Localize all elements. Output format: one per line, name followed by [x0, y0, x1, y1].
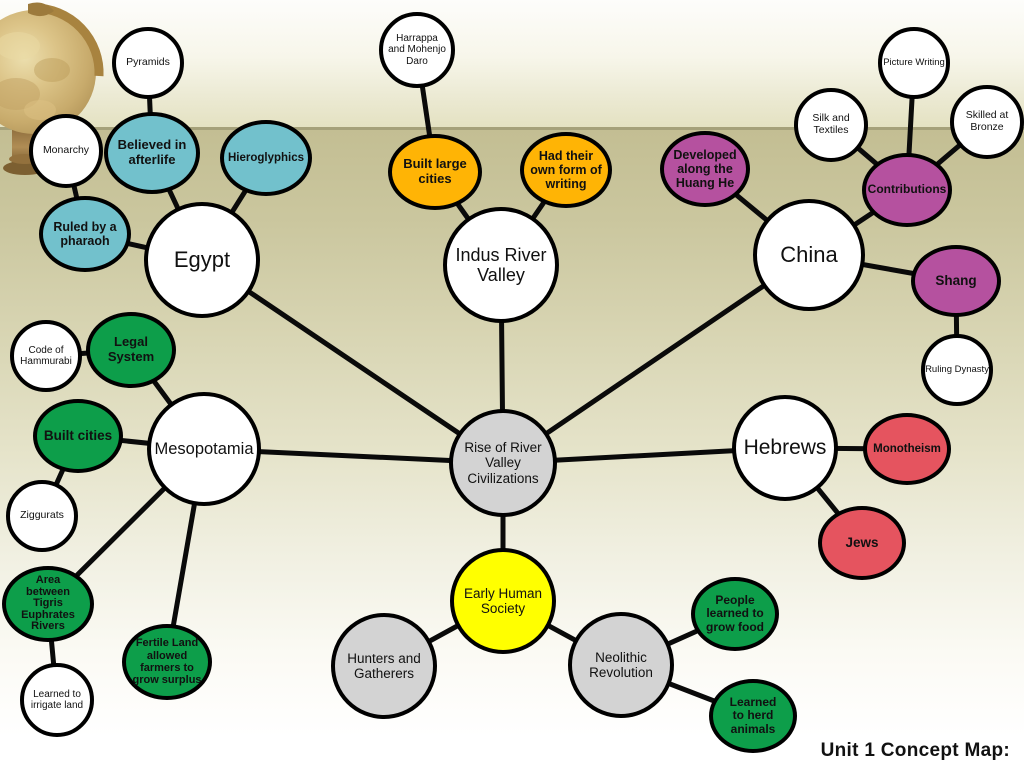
- node-ruling-dynasty: Ruling Dynasty: [921, 334, 993, 406]
- node-developed-along-huang-he: Developed along the Huang He: [660, 131, 750, 207]
- node-ziggurats: Ziggurats: [6, 480, 78, 552]
- node-neolithic-revolution: Neolithic Revolution: [568, 612, 674, 718]
- node-people-learned-to-grow-food: People learned to grow food: [691, 577, 779, 651]
- node-harrappa-mohenjo-daro: Harrappa and Mohenjo Daro: [379, 12, 455, 88]
- node-hieroglyphics: Hieroglyphics: [220, 120, 312, 196]
- node-code-of-hammurabi: Code of Hammurabi: [10, 320, 82, 392]
- node-monarchy: Monarchy: [29, 114, 103, 188]
- node-pyramids: Pyramids: [112, 27, 184, 99]
- node-legal-system: Legal System: [86, 312, 176, 388]
- node-skilled-at-bronze: Skilled at Bronze: [950, 85, 1024, 159]
- node-learned-to-herd-animals: Learned to herd animals: [709, 679, 797, 753]
- node-tigris-euphrates: Area between Tigris Euphrates Rivers: [2, 566, 94, 642]
- slide-caption: Unit 1 Concept Map:: [820, 740, 1010, 761]
- background-divider: [0, 127, 1024, 130]
- node-monotheism: Monotheism: [863, 413, 951, 485]
- node-egypt: Egypt: [144, 202, 260, 318]
- node-ruled-by-pharaoh: Ruled by a pharaoh: [39, 196, 131, 272]
- node-own-form-of-writing: Had their own form of writing: [520, 132, 612, 208]
- node-hebrews: Hebrews: [732, 395, 838, 501]
- node-jews: Jews: [818, 506, 906, 580]
- node-believed-in-afterlife: Believed in afterlife: [104, 112, 200, 194]
- node-built-cities: Built cities: [33, 399, 123, 473]
- node-china: China: [753, 199, 865, 311]
- node-contributions: Contributions: [862, 153, 952, 227]
- node-built-large-cities: Built large cities: [388, 134, 482, 210]
- node-mesopotamia: Mesopotamia: [147, 392, 261, 506]
- node-picture-writing: Picture Writing: [878, 27, 950, 99]
- node-hunters-and-gatherers: Hunters and Gatherers: [331, 613, 437, 719]
- node-early-human-society: Early Human Society: [450, 548, 556, 654]
- node-indus-river-valley: Indus River Valley: [443, 207, 559, 323]
- node-rise-of-river-valley-civilizations: Rise of River Valley Civilizations: [449, 409, 557, 517]
- node-fertile-land: Fertile Land allowed farmers to grow sur…: [122, 624, 212, 700]
- node-shang: Shang: [911, 245, 1001, 317]
- node-learned-to-irrigate: Learned to irrigate land: [20, 663, 94, 737]
- node-silk-and-textiles: Silk and Textiles: [794, 88, 868, 162]
